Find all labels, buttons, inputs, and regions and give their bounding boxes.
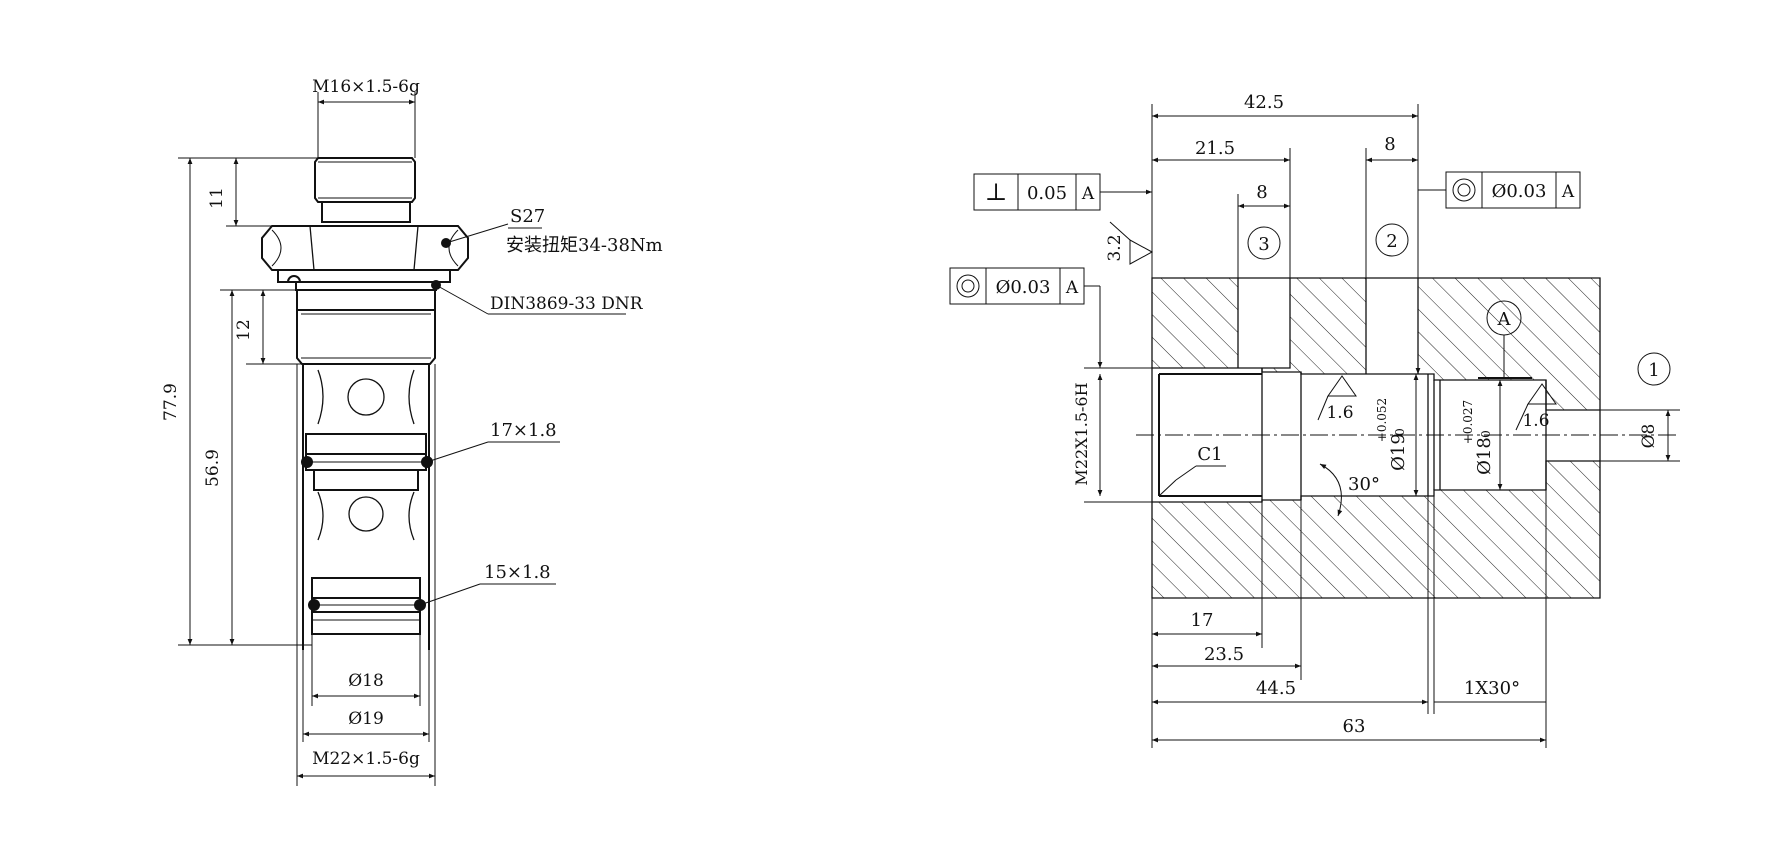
callout-oring-upper: 17×1.8 xyxy=(490,420,557,441)
top-thread-body xyxy=(314,157,416,223)
dim-thread-bottom: M22×1.5-6g xyxy=(312,749,420,769)
tol-18-lower: 0 xyxy=(1479,430,1493,438)
right-dimensions-bottom: 17 23.5 44.5 1X30° 63 xyxy=(1151,490,1547,748)
fcf-concentricity-right: Ø0.03 A xyxy=(1415,171,1581,374)
port-2-label: 2 xyxy=(1386,231,1397,252)
chamfer-c1: C1 xyxy=(1175,444,1226,481)
fcf-conc-left-tol: Ø0.03 xyxy=(996,277,1051,298)
roughness-1-6-b: 1.6 xyxy=(1515,383,1557,431)
chamfer-c1-label: C1 xyxy=(1197,444,1222,465)
roughness-1-6-a-label: 1.6 xyxy=(1326,403,1353,423)
port-1-label: 1 xyxy=(1648,360,1659,381)
dim-thread-top: M16×1.5-6g xyxy=(312,77,420,97)
chamfer-1x30-label: 1X30° xyxy=(1464,678,1520,699)
angle-30: 30° xyxy=(1319,463,1380,517)
tol-19-lower: 0 xyxy=(1393,428,1407,436)
dim-dia-19h: Ø19 +0.052 0 xyxy=(1375,374,1419,496)
dim-dia-19: Ø19 xyxy=(348,709,384,729)
dim-42-5: 42.5 xyxy=(1244,92,1284,113)
dim-17: 17 xyxy=(1191,610,1214,631)
left-callouts: S27 安装扭矩34-38Nm DIN3869-33 DNR 17×1.8 15… xyxy=(419,206,663,606)
dim-63: 63 xyxy=(1343,716,1366,737)
dim-dia-19h-label: Ø19 xyxy=(1388,433,1409,471)
right-dimensions-top: 42.5 21.5 8 8 xyxy=(1151,92,1419,278)
roughness-1-6-b-label: 1.6 xyxy=(1522,411,1549,431)
callout-torque: 安装扭矩34-38Nm xyxy=(506,235,663,256)
thread-label: M22X1.5-6H xyxy=(1072,382,1091,485)
fcf-perp-symbol: ⊥ xyxy=(985,178,1008,206)
cartridge-valve-view: M16×1.5-6g 11 12 77.9 56.9 Ø18 xyxy=(161,77,663,786)
fcf-concentricity-left: Ø0.03 A xyxy=(949,267,1103,368)
fcf-conc-right-datum: A xyxy=(1561,182,1575,202)
dim-dia-8: Ø8 xyxy=(1600,409,1680,462)
fcf-perpendicularity: ⊥ 0.05 A xyxy=(973,173,1152,211)
roughness-3-2: 3.2 xyxy=(1105,221,1154,265)
dim-12: 12 xyxy=(234,319,254,341)
dim-77-9: 77.9 xyxy=(161,383,181,421)
roughness-3-2-label: 3.2 xyxy=(1105,234,1125,261)
fcf-perp-datum: A xyxy=(1081,184,1095,204)
roughness-1-6-a: 1.6 xyxy=(1317,375,1357,423)
dim-44-5: 44.5 xyxy=(1256,678,1296,699)
main-thread xyxy=(296,289,436,365)
datum-a-label: A xyxy=(1497,309,1512,330)
dim-56-9: 56.9 xyxy=(203,449,223,487)
dim-11: 11 xyxy=(207,187,227,209)
dim-8-top: 8 xyxy=(1384,134,1395,155)
valve-body xyxy=(301,364,433,650)
fcf-perp-tol: 0.05 xyxy=(1027,183,1067,204)
hex-nut xyxy=(261,225,469,283)
flange xyxy=(287,275,441,291)
dim-8-left: 8 xyxy=(1256,182,1267,203)
oring-lower-left xyxy=(308,599,320,611)
cavity-section-view: 42.5 21.5 8 8 ⊥ 0.05 A xyxy=(949,92,1680,748)
tol-19-upper: +0.052 xyxy=(1375,398,1389,442)
oring-upper-left xyxy=(301,456,313,468)
callout-hex: S27 xyxy=(510,206,545,227)
dim-dia-18h: Ø18 +0.027 0 xyxy=(1461,380,1503,490)
dim-dia-18: Ø18 xyxy=(348,671,384,691)
callout-backup-ring: DIN3869-33 DNR xyxy=(490,294,644,314)
dim-21-5: 21.5 xyxy=(1195,138,1235,159)
port-markers: 3 2 1 A xyxy=(1247,223,1671,386)
fcf-conc-left-datum: A xyxy=(1065,278,1079,298)
tol-18-upper: +0.027 xyxy=(1461,400,1475,444)
dim-23-5: 23.5 xyxy=(1204,644,1244,665)
fcf-conc-right-tol: Ø0.03 xyxy=(1492,181,1547,202)
dim-dia-8-label: Ø8 xyxy=(1639,424,1659,449)
dim-dia-18h-label: Ø18 xyxy=(1474,437,1495,475)
left-dimensions: M16×1.5-6g 11 12 77.9 56.9 Ø18 xyxy=(161,77,436,786)
angle-30-label: 30° xyxy=(1348,474,1380,495)
thread-dimension: M22X1.5-6H xyxy=(1072,367,1159,503)
callout-oring-lower: 15×1.8 xyxy=(484,562,551,583)
port-3-label: 3 xyxy=(1258,234,1269,255)
